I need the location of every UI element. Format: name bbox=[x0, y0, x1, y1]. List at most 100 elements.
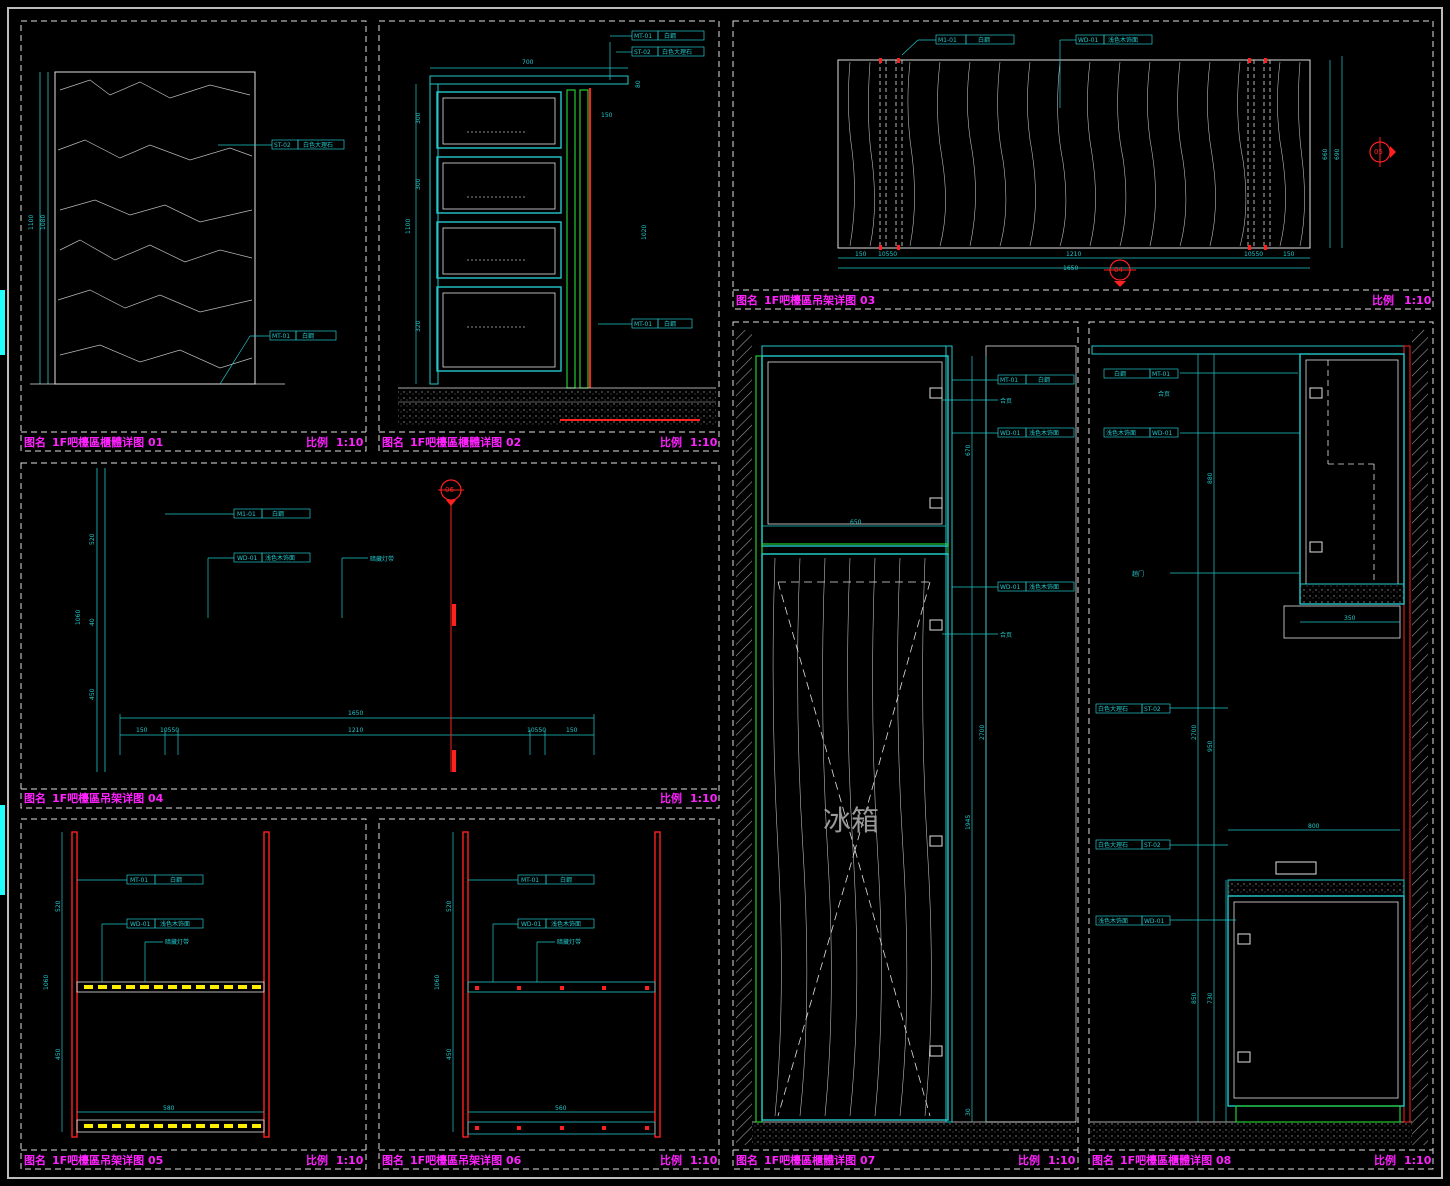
note-wood-p04: 浅色木饰面 bbox=[265, 554, 295, 562]
tag-mt01-p02a: MT-01 bbox=[634, 33, 652, 40]
dim-105-p03b: 10550 bbox=[1244, 251, 1263, 258]
note-steel: 白鋼 bbox=[302, 332, 314, 340]
title-prefix-p08: 图名 bbox=[1092, 1153, 1114, 1167]
scale-p02: 1:10 bbox=[690, 436, 718, 449]
title-blocks: 图名 1F吧檯區櫃體详图 01 比例 1:10 图名 1F吧檯區櫃體详图 02 … bbox=[24, 293, 1432, 1167]
scale-label-p03: 比例 bbox=[1372, 293, 1394, 307]
section-04-label: 04 bbox=[1114, 266, 1123, 274]
scale-label-p02: 比例 bbox=[660, 435, 682, 449]
tag-wd01-p05: WD-01 bbox=[130, 921, 151, 928]
dim-150-p03b: 150 bbox=[1283, 251, 1295, 258]
note-steel-p04: 白鋼 bbox=[272, 510, 284, 518]
tag-st02-p08b: ST-02 bbox=[1144, 842, 1161, 849]
scale-label-p05: 比例 bbox=[306, 1153, 328, 1167]
note-steel-p02a: 白鋼 bbox=[664, 32, 676, 40]
dim-1945-p07: 1945 bbox=[965, 815, 972, 830]
title-p06: 1F吧檯區吊架详图 06 bbox=[410, 1153, 522, 1167]
title-prefix-p06: 图名 bbox=[382, 1153, 404, 1167]
note-wood-p08b: 浅色木饰面 bbox=[1098, 917, 1128, 925]
wall-hatch-left bbox=[736, 330, 752, 1145]
dim-30-p07: 30 bbox=[965, 1108, 972, 1116]
note-light-p04: 暗藏灯带 bbox=[370, 555, 394, 563]
dim-150-p04a: 150 bbox=[136, 727, 148, 734]
dim-320: 320 bbox=[415, 320, 422, 332]
title-p04: 1F吧檯區吊架详图 04 bbox=[52, 791, 164, 805]
scale-label-p04: 比例 bbox=[660, 791, 682, 805]
fridge-label: 冰箱 bbox=[823, 804, 879, 837]
note-steel-p06: 白鋼 bbox=[560, 876, 572, 884]
note-wood-p06: 浅色木饰面 bbox=[551, 920, 581, 928]
tag-st02-p02: ST-02 bbox=[634, 49, 651, 56]
dim-80: 80 bbox=[635, 80, 642, 88]
panel-08-cabinet-elevation: 350 800 880 2700 950 850 730 bbox=[1090, 330, 1428, 1146]
scale-p07: 1:10 bbox=[1048, 1154, 1076, 1167]
dim-1060-p06: 1060 bbox=[434, 975, 441, 990]
dim-1020: 1020 bbox=[641, 225, 648, 240]
dim-2700-p08: 2700 bbox=[1191, 725, 1198, 740]
note-wood-p07a: 浅色木饰面 bbox=[1029, 429, 1059, 437]
title-prefix-p04: 图名 bbox=[24, 791, 46, 805]
dim-520-p05: 520 bbox=[55, 900, 62, 912]
panel-05-section: 580 520 1060 450 MT-01 白鋼 WD-01 浅色木饰面 暗藏… bbox=[43, 831, 270, 1138]
panel-07-cabinet-elevation: 冰箱 670 2700 1945 30 650 MT-01 白鋼 WD-01 浅… bbox=[736, 330, 1077, 1146]
wall-hatch-right bbox=[1412, 330, 1428, 1145]
section-06-label: 06 bbox=[445, 486, 454, 494]
note-steel-p03: 白鋼 bbox=[978, 36, 990, 44]
tag-wd01-p08b: WD-01 bbox=[1144, 918, 1165, 925]
scale-p01: 1:10 bbox=[336, 436, 364, 449]
dim-1100b: 1100 bbox=[405, 219, 412, 234]
title-prefix-p07: 图名 bbox=[736, 1153, 758, 1167]
note-stone-p08b: 白色大理石 bbox=[1098, 841, 1128, 849]
sheet-border bbox=[7, 7, 1443, 1179]
dim-580-p05: 580 bbox=[163, 1105, 175, 1112]
frame-p03 bbox=[732, 20, 1434, 310]
scale-label-p01: 比例 bbox=[306, 435, 328, 449]
note-wood-p03: 浅色木饰面 bbox=[1108, 36, 1138, 44]
scale-p05: 1:10 bbox=[336, 1154, 364, 1167]
dim-700: 700 bbox=[522, 59, 534, 66]
note-light-p05: 暗藏灯带 bbox=[165, 938, 189, 946]
tag-mt01: MT-01 bbox=[272, 333, 290, 340]
tag-mt01-p07: MT-01 bbox=[1000, 377, 1018, 384]
note-stone-p02: 白色大理石 bbox=[662, 48, 692, 56]
frame-p02 bbox=[378, 20, 720, 452]
note-light-p06: 暗藏灯带 bbox=[557, 938, 581, 946]
dim-2700-p07: 2700 bbox=[979, 725, 986, 740]
dim-520-p06: 520 bbox=[446, 900, 453, 912]
title-p08: 1F吧檯區櫃體详图 08 bbox=[1120, 1153, 1231, 1167]
scale-label-p07: 比例 bbox=[1018, 1153, 1040, 1167]
note-hinge-p08: 合页 bbox=[1158, 390, 1170, 398]
fridge-door-grain bbox=[772, 557, 932, 1117]
dim-650-p07: 650 bbox=[850, 519, 862, 526]
tag-wd01-p03: WD-01 bbox=[1078, 37, 1099, 44]
dim-730-p08: 730 bbox=[1207, 992, 1214, 1004]
tag-st02: ST-02 bbox=[274, 142, 291, 149]
note-hinge-p07a: 合页 bbox=[1000, 397, 1012, 405]
title-prefix-p01: 图名 bbox=[24, 435, 46, 449]
section-05-label: 05 bbox=[1374, 148, 1383, 156]
title-prefix-p03: 图名 bbox=[736, 293, 758, 307]
dim-1210-p03: 1210 bbox=[1066, 251, 1081, 258]
dim-1100: 1100 bbox=[28, 215, 35, 230]
note-wood-p07b: 浅色木饰面 bbox=[1029, 583, 1059, 591]
frame-p06 bbox=[378, 818, 720, 1170]
dim-350-p08: 350 bbox=[1344, 615, 1356, 622]
frame-p05 bbox=[20, 818, 367, 1170]
panel-02-section: 700 300 300 1100 320 1020 150 80 bbox=[398, 30, 716, 426]
note-steel-p07: 白鋼 bbox=[1038, 376, 1050, 384]
note-stone: 白色大理石 bbox=[303, 141, 333, 149]
tag-wd01-p07b: WD-01 bbox=[1000, 584, 1021, 591]
title-prefix-p05: 图名 bbox=[24, 1153, 46, 1167]
panel-01-elevation: 1100 1080 ST-02 白色大理石 MT-01 白鋼 bbox=[28, 71, 345, 385]
dim-1060-p05: 1060 bbox=[43, 975, 50, 990]
scale-label-p08: 比例 bbox=[1374, 1153, 1396, 1167]
note-stone-p08a: 白色大理石 bbox=[1098, 705, 1128, 713]
dim-450-p06: 450 bbox=[446, 1048, 453, 1060]
edge-marker-bottom bbox=[0, 805, 5, 895]
dim-800-p08: 800 bbox=[1308, 823, 1320, 830]
panel-04-section: 520 1060 40 450 1650 150 10550 1210 1055… bbox=[75, 468, 595, 772]
dim-560-p06: 560 bbox=[555, 1105, 567, 1112]
tag-m101-p04: M1-01 bbox=[237, 511, 256, 518]
drawer-stack bbox=[436, 91, 562, 372]
scale-p06: 1:10 bbox=[690, 1154, 718, 1167]
